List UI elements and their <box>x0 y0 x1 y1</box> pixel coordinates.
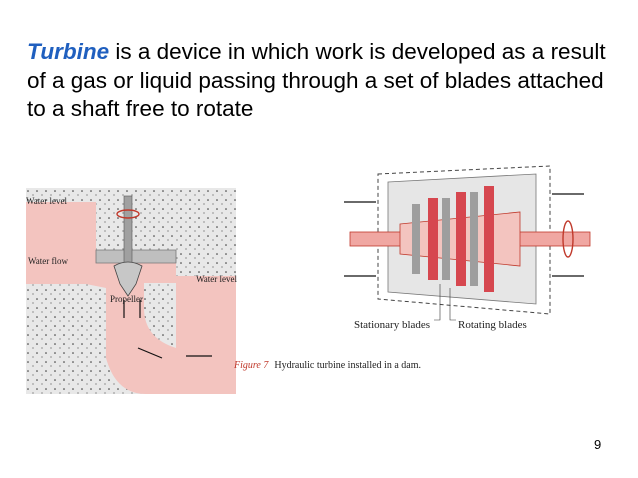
label-water-flow: Water flow <box>28 256 69 266</box>
figure-label: Figure 7 <box>234 360 269 371</box>
rotation-arrow <box>116 209 140 219</box>
rotating-blade-1 <box>428 198 438 280</box>
label-rotating-blades: Rotating blades <box>458 319 527 331</box>
stationary-blade-2 <box>442 198 450 280</box>
label-stationary-blades: Stationary blades <box>354 319 430 331</box>
turbine-chamber <box>26 250 236 394</box>
hydraulic-turbine-figure: Water level Water flow Water level Prope… <box>26 188 238 394</box>
heading-text: is a device in which work is developed a… <box>27 39 606 121</box>
slide-heading: Turbine is a device in which work is dev… <box>27 38 627 124</box>
figure-caption-text: Hydraulic turbine installed in a dam. <box>274 360 421 371</box>
label-water-level-top: Water level <box>26 196 68 206</box>
rotating-blade-3 <box>484 186 494 292</box>
propeller <box>113 261 143 297</box>
leader-stationary <box>434 284 441 321</box>
rotor-rotation-arrow <box>562 220 574 258</box>
leader-rotating <box>449 288 456 321</box>
stationary-blade-3 <box>470 192 478 286</box>
turbine-housing <box>95 249 177 264</box>
turbine-shaft <box>123 195 133 271</box>
figure-caption: Figure 7 Hydraulic turbine installed in a… <box>234 359 424 372</box>
flow-arrow-right <box>137 347 163 359</box>
turbine-casing-outline <box>377 165 551 315</box>
steam-turbine-figure: Stationary blades Rotating blades <box>344 165 591 331</box>
rotating-blade-2 <box>456 192 466 286</box>
label-propeller: Propeller <box>110 294 143 304</box>
page-number: 9 <box>594 437 602 452</box>
label-water-level-right: Water level <box>196 274 238 284</box>
stationary-blade-1 <box>412 204 420 274</box>
heading-term: Turbine <box>27 39 110 64</box>
